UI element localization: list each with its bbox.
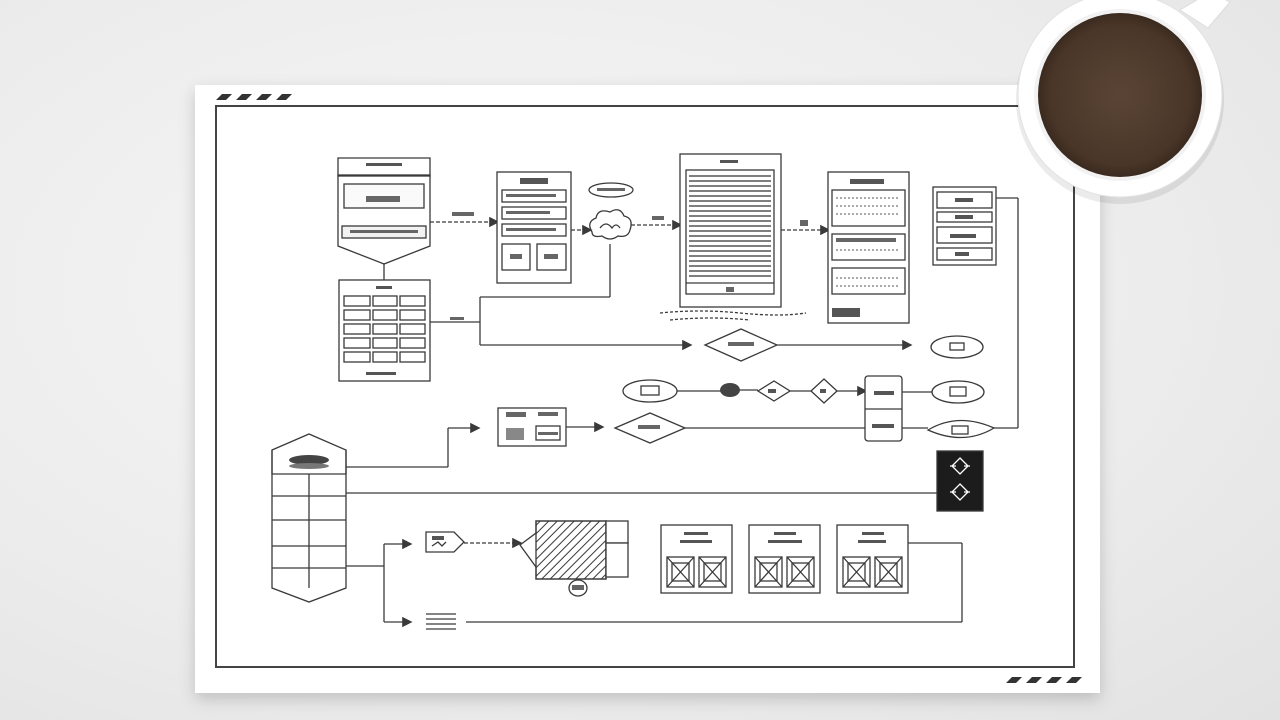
image-card xyxy=(748,524,821,594)
corner-mark-top xyxy=(216,94,292,100)
terminal-node xyxy=(930,335,984,359)
tag-node xyxy=(425,531,465,553)
terminal-node xyxy=(931,380,985,404)
screen-header-page xyxy=(337,157,431,265)
image-card xyxy=(836,524,909,594)
connector-node xyxy=(720,383,740,397)
hatched-block xyxy=(519,520,629,597)
list-node xyxy=(426,613,456,630)
image-card xyxy=(660,524,733,594)
screen-form xyxy=(496,171,572,284)
database-icon xyxy=(271,433,347,603)
terminal-node xyxy=(926,419,996,439)
corner-mark-bottom xyxy=(1006,677,1082,683)
image-placeholder-icon xyxy=(754,556,815,588)
screen-list-document xyxy=(679,153,782,308)
process-box xyxy=(864,375,903,442)
image-placeholder-icon xyxy=(842,556,903,588)
screen-details xyxy=(827,171,910,324)
cloud-icon xyxy=(588,182,634,240)
terminal-node xyxy=(622,379,678,403)
grid-tile-icon xyxy=(343,295,426,363)
grid-tile-icon xyxy=(936,450,984,512)
image-placeholder-icon xyxy=(666,556,727,588)
diagram-frame xyxy=(215,105,1075,668)
screen-menu xyxy=(932,186,997,266)
screen-grid-table xyxy=(338,279,431,382)
chart-card xyxy=(497,407,567,447)
coffee-cup-icon xyxy=(1016,0,1231,204)
